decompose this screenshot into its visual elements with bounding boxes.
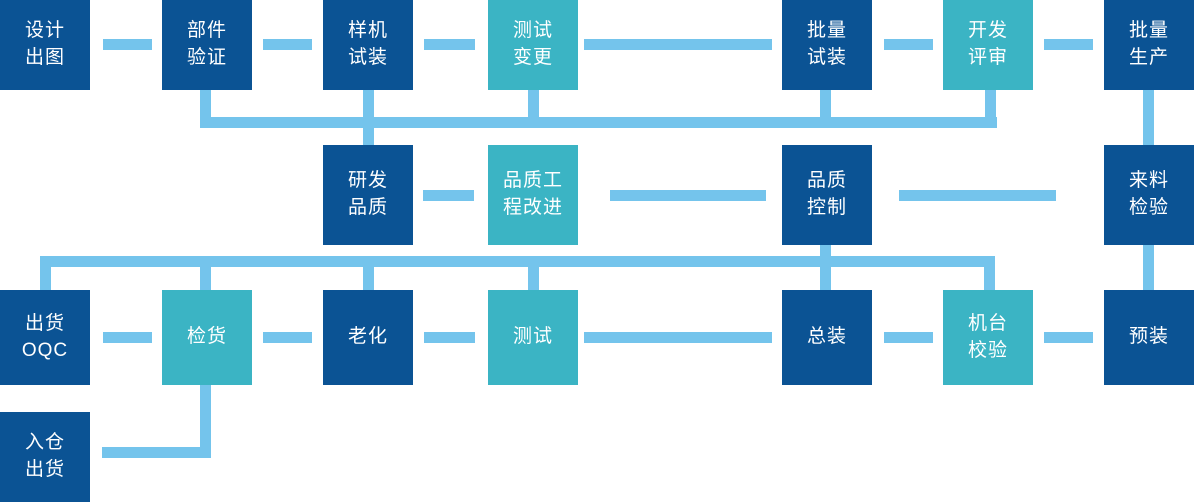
connector-prototype-drop-stub [363,90,374,128]
connector-review-drop-stub [985,90,996,128]
connector-bus-to-machine-calibration [984,256,995,292]
connector-bus-to-goods-inspection [200,256,211,292]
node-quality-control[interactable]: 品质 控制 [782,145,872,245]
node-design-drawing[interactable]: 设计 出图 [0,0,90,90]
connector-rd-to-quality-engineering [423,190,474,201]
connector-oqc-to-goods-inspection [103,332,152,343]
connector-component-drop-stub [200,90,211,128]
node-batch-trial-assembly[interactable]: 批量 试装 [782,0,872,90]
connector-bus-to-testing [528,256,539,292]
node-pre-assembly[interactable]: 预装 [1104,290,1194,385]
connector-batch-trial-drop-stub [820,90,831,128]
connector-review-to-mass-production [1044,39,1093,50]
connector-prototype-to-test [424,39,475,50]
connector-batch-trial-to-review [884,39,933,50]
connector-incoming-to-pre-assembly [1143,245,1154,293]
connector-design-to-component [103,39,152,50]
connector-goods-inspection-down-stub [200,385,211,452]
connector-aging-to-testing [424,332,475,343]
connector-test-change-drop-stub [528,90,539,128]
connector-quality-control-to-incoming [899,190,1056,201]
node-mass-production[interactable]: 批量 生产 [1104,0,1194,90]
node-testing[interactable]: 测试 [488,290,578,385]
node-goods-inspection[interactable]: 检货 [162,290,252,385]
connector-quality-eng-to-control [610,190,766,201]
node-shipping-oqc[interactable]: 出货 OQC [0,290,90,385]
connector-return-to-warehouse [102,447,211,458]
connector-quality-control-down-stub [820,245,831,291]
connector-bus-left-riser [40,256,51,292]
connector-goods-inspection-to-aging [263,332,312,343]
node-incoming-inspection[interactable]: 来料 检验 [1104,145,1194,245]
connector-lower-distribution-bus [45,256,995,267]
node-aging[interactable]: 老化 [323,290,413,385]
node-test-change[interactable]: 测试 变更 [488,0,578,90]
node-rd-quality[interactable]: 研发 品质 [323,145,413,245]
connector-final-assembly-to-machine [884,332,933,343]
node-machine-calibration[interactable]: 机台 校验 [943,290,1033,385]
connector-upper-collector-bus [200,117,997,128]
node-component-verification[interactable]: 部件 验证 [162,0,252,90]
connector-testing-to-final-assembly [584,332,772,343]
connector-bus-to-aging [363,256,374,292]
connector-component-to-prototype [263,39,312,50]
node-final-assembly[interactable]: 总装 [782,290,872,385]
node-quality-engineering[interactable]: 品质工 程改进 [488,145,578,245]
connector-bus-to-rd-quality [363,117,374,150]
connector-test-to-batch-trial [584,39,772,50]
connector-mass-production-to-incoming [1143,90,1154,146]
node-warehouse-shipping[interactable]: 入仓 出货 [0,412,90,502]
node-development-review[interactable]: 开发 评审 [943,0,1033,90]
node-prototype-assembly[interactable]: 样机 试装 [323,0,413,90]
connector-machine-to-pre-assembly [1044,332,1093,343]
